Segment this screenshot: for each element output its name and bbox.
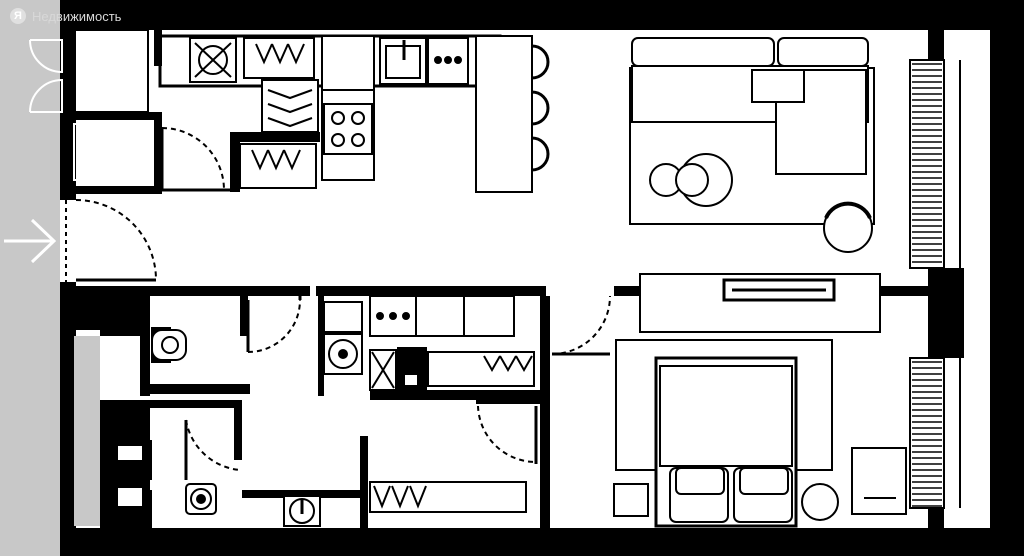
- outer-walls: [60, 0, 1024, 556]
- window-bottom: [909, 357, 961, 509]
- sink-icon: [379, 37, 427, 85]
- shower-icon: [185, 483, 217, 515]
- stove-icon: [189, 37, 237, 83]
- yandex-logo-icon: Я: [10, 8, 26, 24]
- balcony-doors: [29, 29, 149, 181]
- armchair-icon: [851, 447, 907, 515]
- doors-lower: [184, 295, 611, 480]
- wardrobe-icon: [261, 79, 319, 133]
- stove-icon: [323, 103, 373, 155]
- cross-box: [369, 349, 397, 391]
- shaft-grey: [74, 336, 100, 526]
- entry-arrow-icon: [4, 218, 57, 264]
- toilet-icon: [151, 327, 187, 363]
- storage-block: [323, 295, 535, 513]
- bed-icon: [654, 356, 798, 528]
- shaft-white-2: [118, 446, 142, 460]
- wardrobe-icon: [369, 481, 527, 513]
- closet-door: [160, 127, 230, 192]
- living-room: [629, 37, 881, 333]
- watermark-text: Недвижимость: [32, 8, 122, 24]
- wardrobe-icon: [239, 143, 317, 189]
- washing-machine-icon: [323, 333, 363, 375]
- bar-stool-icon: [531, 44, 550, 172]
- bathroom: [151, 327, 321, 527]
- wardrobe-icon: [243, 37, 315, 79]
- bedroom: [613, 339, 907, 528]
- entry-door: [60, 199, 157, 282]
- kitchen-island: [475, 35, 533, 193]
- shaft-white: [118, 488, 142, 506]
- kitchen: [158, 34, 550, 193]
- tv-stand-icon: [639, 273, 881, 333]
- watermark: Я Недвижимость: [10, 8, 121, 24]
- sofa-icon: [631, 37, 869, 175]
- armchair-icon: [823, 201, 873, 253]
- nightstand: [613, 483, 649, 517]
- nightstand-round: [801, 483, 839, 521]
- window-top: [909, 59, 961, 269]
- sink-icon: [283, 495, 321, 527]
- coffee-table-icon: [649, 153, 733, 207]
- dishwasher: [427, 37, 469, 85]
- wardrobe-icon: [427, 351, 535, 387]
